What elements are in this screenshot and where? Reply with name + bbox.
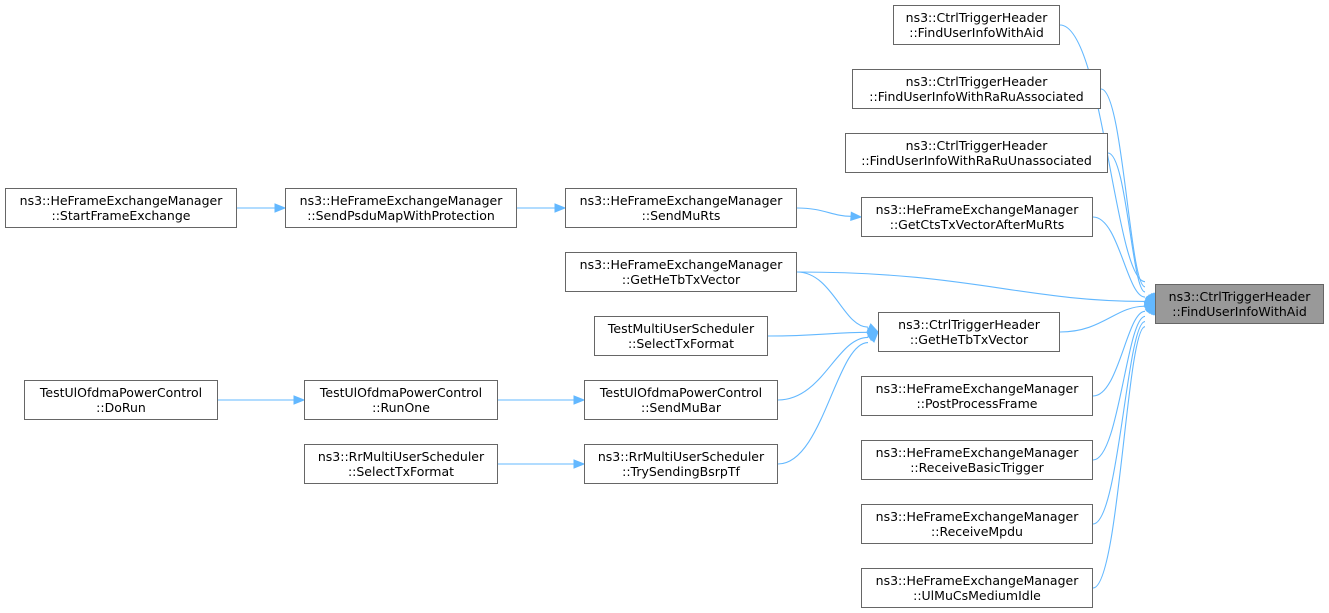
edge-b5-to-c5 xyxy=(777,342,869,465)
node-send-mu-rts[interactable]: ns3::HeFrameExchangeManager ::SendMuRts xyxy=(565,188,797,228)
node-receive-basic-trigger[interactable]: ns3::HeFrameExchangeManager ::ReceiveBas… xyxy=(861,440,1093,480)
node-run-one[interactable]: TestUlOfdmaPowerControl ::RunOne xyxy=(304,380,498,420)
edge-arrowhead-c9-to-target xyxy=(1146,302,1156,316)
node-he-get-he-tb-tx-vector[interactable]: ns3::HeFrameExchangeManager ::GetHeTbTxV… xyxy=(565,252,797,292)
node-label-line1: ns3::HeFrameExchangeManager xyxy=(875,509,1079,524)
edge-c9-to-target xyxy=(1092,326,1146,589)
node-ul-mu-cs-medium-idle[interactable]: ns3::HeFrameExchangeManager ::UlMuCsMedi… xyxy=(861,568,1093,608)
node-label-line2: ::GetCtsTxVectorAfterMuRts xyxy=(889,217,1065,232)
node-label-line1: ns3::CtrlTriggerHeader xyxy=(905,138,1048,153)
node-label-line1: ns3::HeFrameExchangeManager xyxy=(875,381,1079,396)
edge-b4-to-c5 xyxy=(777,336,869,401)
node-label-line1: ns3::CtrlTriggerHeader xyxy=(898,317,1040,332)
node-label-line1: TestUlOfdmaPowerControl xyxy=(39,385,203,400)
node-do-run[interactable]: TestUlOfdmaPowerControl ::DoRun xyxy=(24,380,218,420)
node-label-line2: ::FindUserInfoWithRaRuAssociated xyxy=(869,89,1084,104)
edge-arrowhead-z1-to-a1 xyxy=(274,203,287,213)
node-label-line2: ::TrySendingBsrpTf xyxy=(622,464,740,479)
node-label-line2: ::ReceiveBasicTrigger xyxy=(910,460,1044,475)
edge-arrowhead-z2-to-a2 xyxy=(293,395,306,405)
edge-c3-to-target xyxy=(1107,152,1146,293)
node-label-line1: ns3::CtrlTriggerHeader xyxy=(905,74,1048,89)
node-label-line1: ns3::CtrlTriggerHeader xyxy=(1168,289,1311,304)
node-label-line1: TestUlOfdmaPowerControl xyxy=(319,385,483,400)
node-start-frame-exchange[interactable]: ns3::HeFrameExchangeManager ::StartFrame… xyxy=(5,188,237,228)
edge-c2-to-target xyxy=(1100,88,1146,288)
node-test-multi-user-scheduler-select-tx-format[interactable]: TestMultiUserScheduler ::SelectTxFormat xyxy=(594,316,768,356)
node-label-line2: ::DoRun xyxy=(96,400,146,415)
node-receive-mpdu[interactable]: ns3::HeFrameExchangeManager ::ReceiveMpd… xyxy=(861,504,1093,544)
node-label-line1: ns3::HeFrameExchangeManager xyxy=(579,257,783,272)
node-find-user-info-with-aid[interactable]: ns3::CtrlTriggerHeader ::FindUserInfoWit… xyxy=(893,5,1060,45)
node-label-line1: ns3::HeFrameExchangeManager xyxy=(875,445,1079,460)
edge-b2-to-c5 xyxy=(796,271,869,328)
edge-b2-to-target xyxy=(796,271,1146,302)
node-target-find-user-info-with-aid: ns3::CtrlTriggerHeader ::FindUserInfoWit… xyxy=(1155,284,1324,324)
node-label-line2: ::SendMuBar xyxy=(641,400,721,415)
node-label-line2: ::ReceiveMpdu xyxy=(931,524,1023,539)
node-get-cts-tx-vector-after-mu-rts[interactable]: ns3::HeFrameExchangeManager ::GetCtsTxVe… xyxy=(861,197,1093,237)
node-label-line2: ::RunOne xyxy=(372,400,430,415)
edge-b3-to-c5 xyxy=(767,331,869,337)
edge-c7-to-target xyxy=(1092,315,1146,461)
edge-arrowhead-a1-to-b1 xyxy=(554,203,567,213)
node-label-line1: ns3::HeFrameExchangeManager xyxy=(19,193,223,208)
node-label-line2: ::GetHeTbTxVector xyxy=(909,332,1029,347)
node-label-line2: ::FindUserInfoWithAid xyxy=(1172,304,1307,319)
node-label-line2: ::SelectTxFormat xyxy=(627,336,735,351)
node-label-line1: TestUlOfdmaPowerControl xyxy=(599,385,763,400)
edge-c6-to-target xyxy=(1092,310,1146,397)
node-label-line2: ::SelectTxFormat xyxy=(347,464,455,479)
node-find-user-info-with-ra-ru-unassociated[interactable]: ns3::CtrlTriggerHeader ::FindUserInfoWit… xyxy=(845,133,1108,173)
edge-c5-to-target xyxy=(1059,305,1146,333)
node-label-line2: ::UlMuCsMediumIdle xyxy=(913,588,1041,603)
node-label-line1: TestMultiUserScheduler xyxy=(607,321,755,336)
node-label-line2: ::FindUserInfoWithRaRuUnassociated xyxy=(861,153,1092,168)
node-post-process-frame[interactable]: ns3::HeFrameExchangeManager ::PostProces… xyxy=(861,376,1093,416)
node-try-sending-bsrp-tf[interactable]: ns3::RrMultiUserScheduler ::TrySendingBs… xyxy=(584,444,778,484)
node-find-user-info-with-ra-ru-associated[interactable]: ns3::CtrlTriggerHeader ::FindUserInfoWit… xyxy=(852,69,1101,109)
edge-arrowhead-a3-to-b5 xyxy=(573,459,586,469)
edge-b1-to-c4 xyxy=(796,207,852,217)
node-label-line2: ::GetHeTbTxVector xyxy=(621,272,741,287)
node-ctrl-get-he-tb-tx-vector[interactable]: ns3::CtrlTriggerHeader ::GetHeTbTxVector xyxy=(878,312,1060,352)
node-label-line1: ns3::HeFrameExchangeManager xyxy=(579,193,783,208)
node-label-line1: ns3::HeFrameExchangeManager xyxy=(875,573,1079,588)
node-label-line2: ::SendMuRts xyxy=(641,208,721,223)
node-rr-select-tx-format[interactable]: ns3::RrMultiUserScheduler ::SelectTxForm… xyxy=(304,444,498,484)
node-label-line2: ::StartFrameExchange xyxy=(51,208,191,223)
node-send-psdu-map-with-protection[interactable]: ns3::HeFrameExchangeManager ::SendPsduMa… xyxy=(285,188,517,228)
node-label-line1: ns3::RrMultiUserScheduler xyxy=(597,449,765,464)
edge-c4-to-target xyxy=(1092,216,1146,298)
edge-c8-to-target xyxy=(1092,321,1146,525)
node-label-line2: ::SendPsduMapWithProtection xyxy=(307,208,495,223)
edge-arrowhead-b1-to-c4 xyxy=(850,211,863,221)
node-label-line1: ns3::HeFrameExchangeManager xyxy=(299,193,503,208)
node-label-line1: ns3::CtrlTriggerHeader xyxy=(905,10,1048,25)
node-label-line2: ::PostProcessFrame xyxy=(916,396,1038,411)
node-label-line2: ::FindUserInfoWithAid xyxy=(909,25,1044,40)
node-send-mu-bar[interactable]: TestUlOfdmaPowerControl ::SendMuBar xyxy=(584,380,778,420)
edge-arrowhead-b5-to-c5 xyxy=(867,331,879,343)
node-label-line1: ns3::RrMultiUserScheduler xyxy=(317,449,485,464)
edge-arrowhead-a2-to-b4 xyxy=(573,395,586,405)
node-label-line1: ns3::HeFrameExchangeManager xyxy=(875,202,1079,217)
